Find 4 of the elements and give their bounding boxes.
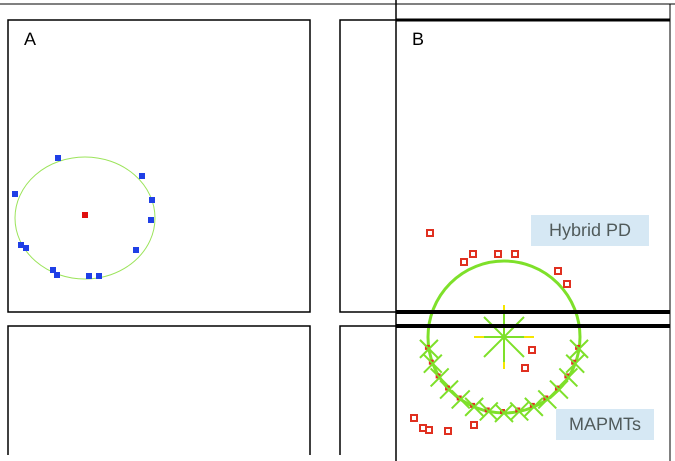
panel-letter: B (412, 30, 424, 48)
label-box: Hybrid PD (531, 215, 649, 246)
label-box: MAPMTs (556, 409, 654, 440)
panel-letter: A (24, 30, 36, 48)
